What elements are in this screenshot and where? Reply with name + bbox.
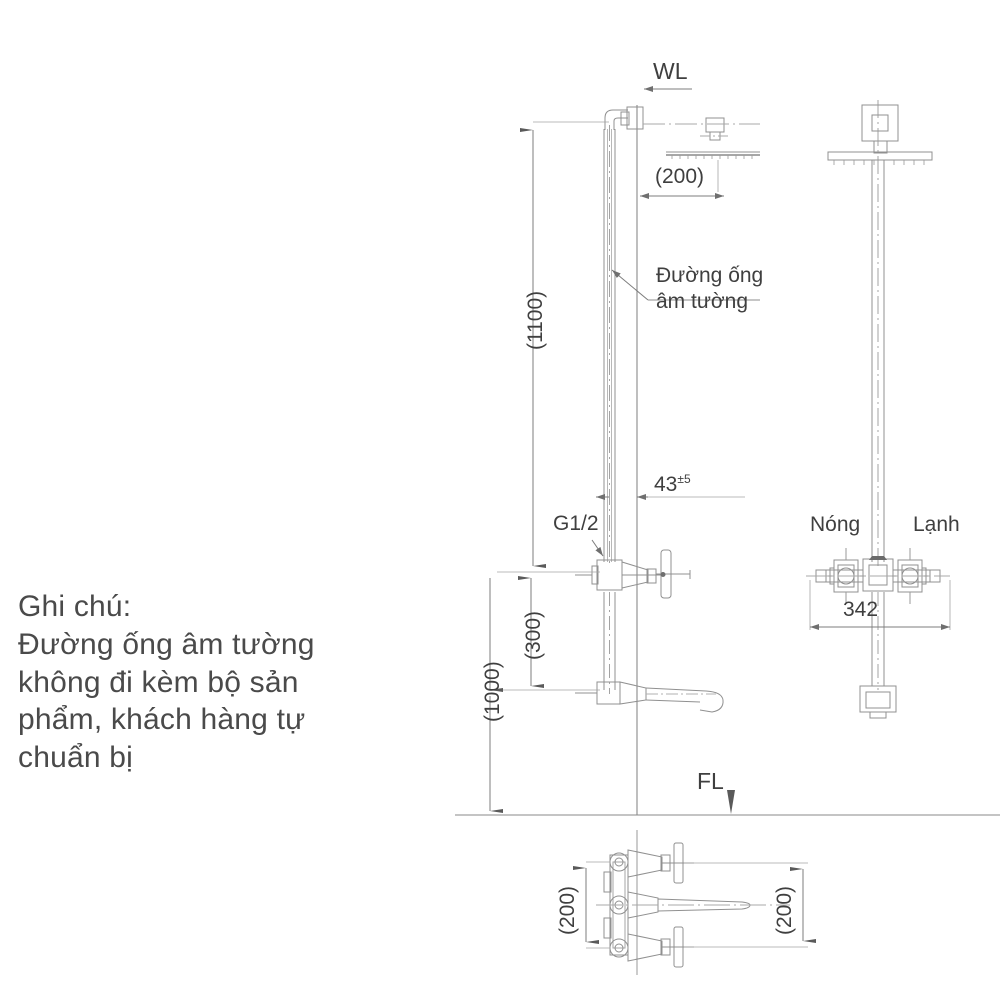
label-wl: WL bbox=[653, 58, 688, 84]
spout-front bbox=[859, 685, 897, 719]
spout-side bbox=[575, 681, 724, 713]
note-line-1: Đường ống âm tường bbox=[18, 627, 315, 661]
dim-handle-spread bbox=[809, 580, 951, 630]
dim-plan-left bbox=[573, 861, 610, 949]
dim-label-handle-spread: 342 bbox=[843, 598, 879, 621]
plan-view bbox=[596, 830, 790, 975]
dim-riser-height bbox=[520, 121, 609, 568]
callout-line-2: âm tường bbox=[656, 290, 749, 314]
dim-label-pipe-offset: 43±5 bbox=[654, 472, 691, 497]
wall-outlet-elbow bbox=[604, 106, 644, 130]
dim-label-spout-height: (1000) bbox=[481, 661, 504, 722]
dim-shower-projection bbox=[640, 160, 724, 199]
dim-plan-right bbox=[684, 862, 816, 948]
note-line-3: phẩm, khách hàng tự bbox=[18, 703, 306, 737]
dim-label-riser-height: (1100) bbox=[524, 290, 547, 350]
dim-spout-to-mixer bbox=[497, 571, 600, 691]
mixer-valve-front bbox=[806, 548, 950, 604]
dim-label-plan-left: (200) bbox=[556, 885, 579, 935]
note-heading: Ghi chú: bbox=[18, 590, 132, 623]
shower-head-side bbox=[643, 117, 760, 159]
riser-pipe bbox=[603, 125, 616, 566]
dim-label-plan-right: (200) bbox=[773, 885, 796, 935]
dim-label-shower-projection: (200) bbox=[655, 165, 705, 188]
label-cold: Lạnh bbox=[913, 513, 960, 536]
label-thread-size: G1/2 bbox=[553, 512, 599, 535]
dim-offset-value: 43 bbox=[654, 473, 678, 496]
callout-concealed-pipe: Đường ống âm tường bbox=[656, 263, 763, 316]
leader-lines bbox=[591, 269, 760, 557]
dim-label-spout-to-mixer: (300) bbox=[522, 610, 545, 660]
label-fl: FL bbox=[697, 768, 724, 794]
callout-line-1: Đường ống bbox=[656, 264, 764, 287]
note-line-2: không đi kèm bộ sản bbox=[18, 665, 299, 699]
mixer-valve-side bbox=[575, 549, 691, 599]
note-line-4: chuẩn bị bbox=[18, 741, 134, 775]
dim-offset-tolerance: ±5 bbox=[677, 472, 691, 486]
fl-marker bbox=[727, 790, 735, 814]
label-hot: Nóng bbox=[810, 513, 861, 536]
front-elevation-view bbox=[806, 100, 950, 719]
lower-riser-pipe bbox=[603, 592, 616, 694]
note-block: Ghi chú: Đường ống âm tường không đi kèm… bbox=[18, 588, 398, 777]
side-elevation-view bbox=[455, 105, 1000, 816]
